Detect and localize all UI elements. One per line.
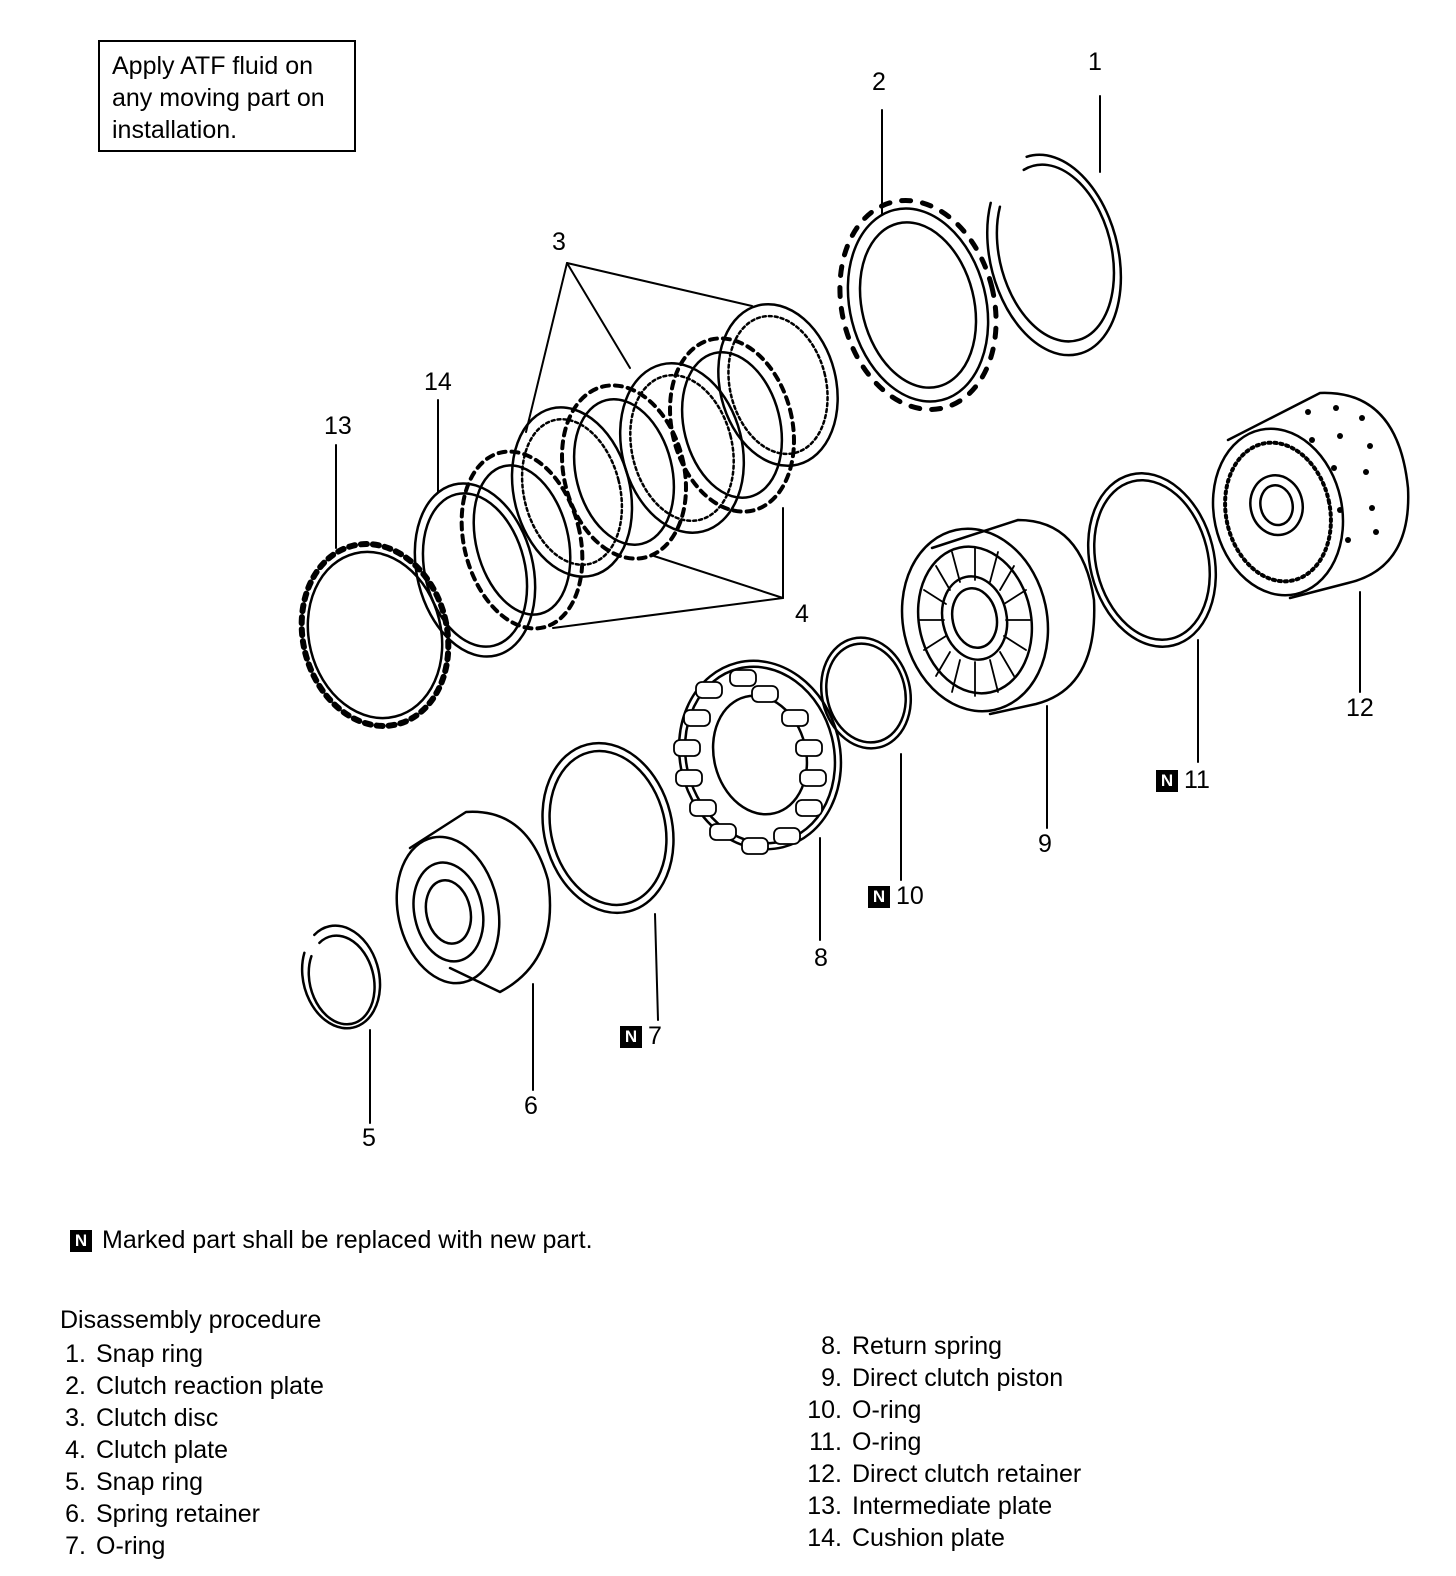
callout-12: 12 [1346,694,1374,722]
list-item: 10.O-ring [807,1396,922,1424]
note-line-3: installation. [112,116,238,144]
note-line-2: any moving part on [112,84,325,112]
list-item: 12.Direct clutch retainer [807,1460,1082,1488]
parts-list-left: 1.Snap ring 2.Clutch reaction plate 3.Cl… [60,1338,324,1562]
part-1-snap-ring [985,153,1123,357]
callout-8: 8 [814,944,828,972]
part-13-intermediate-plate [298,541,452,729]
part-2-clutch-reaction-plate [837,198,999,412]
atf-note-box: Apply ATF fluid on any moving part on in… [98,40,356,152]
callout-4: 4 [795,600,809,628]
callout-14: 14 [424,368,452,396]
new-part-badge-icon: N [1156,770,1178,792]
exploded-view-diagram [298,95,1410,1124]
part-10-o-ring [819,636,913,750]
new-part-badge-icon: N [70,1230,92,1252]
new-part-badge-icon: N [868,886,890,908]
list-item: 6.Spring retainer [65,1500,260,1528]
new-part-badge-icon: N [620,1026,642,1048]
procedure-title: Disassembly procedure [60,1306,322,1334]
list-item: 9.Direct clutch piston [821,1364,1064,1392]
callout-11: N 11 [1156,768,1210,793]
leader-lines [335,95,1361,1124]
callout-1: 1 [1088,48,1102,76]
callout-7-number: 7 [648,1022,662,1050]
list-item: 5.Snap ring [65,1468,204,1496]
part-6-spring-retainer [395,810,552,994]
part-11-o-ring [1086,472,1218,648]
list-item: 4.Clutch plate [65,1436,229,1464]
callout-3: 3 [552,228,566,256]
list-item: 1.Snap ring [65,1340,204,1368]
list-item: 8.Return spring [821,1332,1003,1360]
callout-11-number: 11 [1184,766,1210,794]
callout-5: 5 [362,1124,376,1152]
legend-text: Marked part shall be replaced with new p… [102,1226,593,1254]
list-item: 13.Intermediate plate [807,1492,1053,1520]
callout-6: 6 [524,1092,538,1120]
parts-list-right: 8.Return spring 9.Direct clutch piston 1… [802,1330,1081,1554]
callout-2: 2 [872,68,886,96]
list-item: 3.Clutch disc [65,1404,219,1432]
part-9-direct-clutch-piston [900,518,1096,716]
part-8-return-spring [673,659,843,855]
clutch-pack-stack [459,302,839,631]
part-12-direct-clutch-retainer [1211,391,1410,600]
list-item: 11.O-ring [809,1428,922,1456]
part-7-o-ring [541,741,675,915]
callout-9: 9 [1038,830,1052,858]
part-5-snap-ring [300,924,382,1030]
callout-10: N 10 [868,884,924,909]
list-item: 7.O-ring [65,1532,166,1560]
list-item: 2.Clutch reaction plate [65,1372,324,1400]
new-part-legend: N Marked part shall be replaced with new … [70,1226,593,1255]
note-line-1: Apply ATF fluid on [112,52,314,80]
callout-13: 13 [324,412,352,440]
list-item: 14.Cushion plate [807,1524,1005,1552]
callout-10-number: 10 [896,882,924,910]
